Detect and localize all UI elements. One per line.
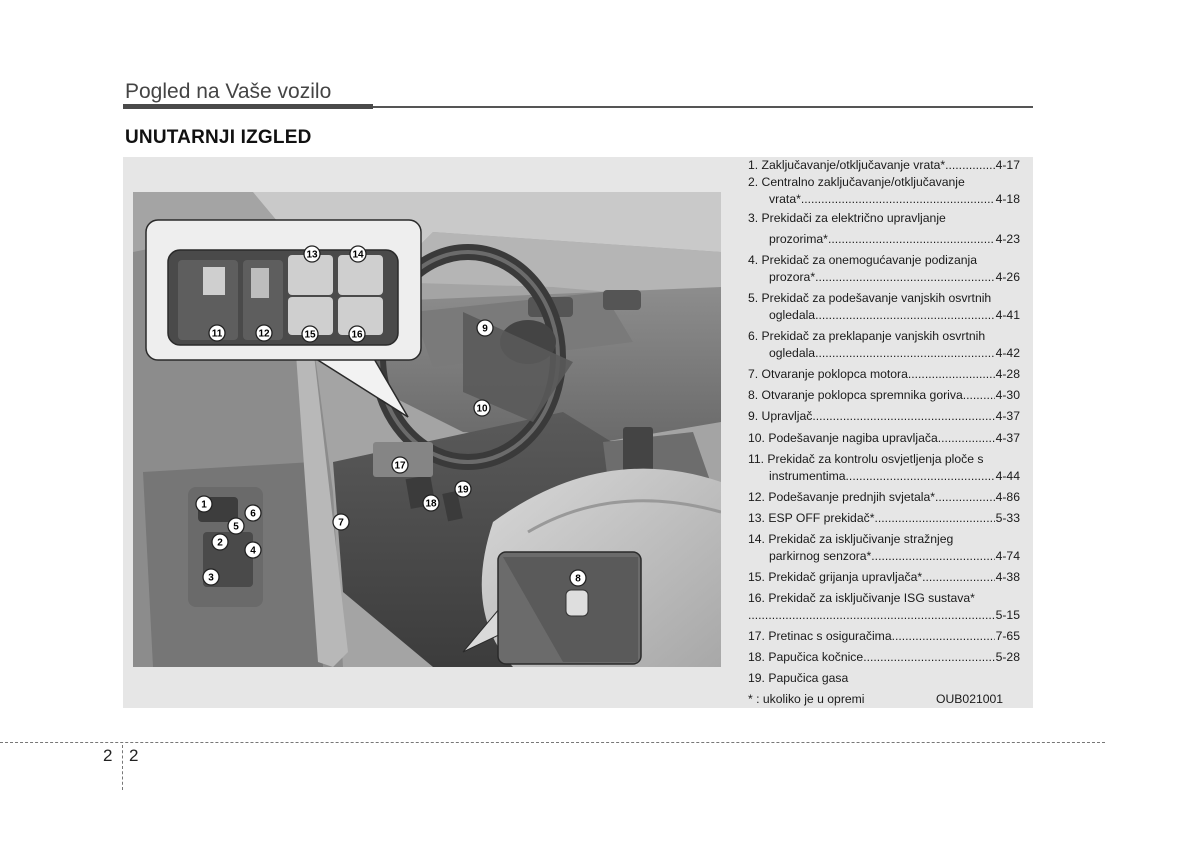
legend-item-label: 12. Podešavanje prednjih svjetala* — [748, 490, 936, 504]
legend-item: 8. Otvaranje poklopca spremnika goriva 4-… — [748, 387, 1020, 404]
legend-item-label: 13. ESP OFF prekidač* — [748, 511, 875, 525]
callout-18: 18 — [425, 499, 437, 510]
callout-9: 9 — [482, 324, 488, 335]
legend-item-label: 4. Prekidač za onemogućavanje podizanja — [748, 253, 978, 267]
header-rule — [373, 106, 1033, 108]
callout-10: 10 — [476, 404, 488, 415]
header-rule-dark — [123, 104, 373, 109]
callout-12: 12 — [258, 329, 270, 340]
legend-item-page: 4-44 — [995, 468, 1020, 483]
legend-item-label-cont: instrumentima — [769, 468, 846, 483]
legend-item: 12. Podešavanje prednjih svjetala* 4-86 — [748, 489, 1020, 506]
footer-divider — [0, 742, 1105, 743]
legend-item-page: 4-74 — [995, 548, 1020, 563]
legend-item-page: 4-30 — [995, 388, 1020, 402]
callout-15: 15 — [304, 330, 316, 341]
footnote: * : ukoliko je u opremi — [748, 692, 865, 706]
legend-item-label: 18. Papučica kočnice — [748, 650, 864, 664]
legend-item-label: 14. Prekidač za isključivanje stražnjeg — [748, 532, 954, 546]
callout-3: 3 — [208, 573, 214, 584]
legend-item-page: 4-42 — [995, 345, 1020, 360]
figure-code: OUB021001 — [936, 692, 1004, 706]
legend-item-label: 11. Prekidač za kontrolu osvjetljenja pl… — [748, 452, 984, 466]
callout-14: 14 — [352, 250, 364, 261]
legend-item: 13. ESP OFF prekidač* 5-33 — [748, 510, 1020, 527]
legend-item-label: 17. Pretinac s osiguračima — [748, 629, 892, 643]
legend-item: 5. Prekidač za podešavanje vanjskih osvr… — [748, 290, 1020, 323]
legend-item: 17. Pretinac s osiguračima 7-65 — [748, 628, 1020, 645]
callout-2: 2 — [217, 538, 223, 549]
legend-item-label-cont: ogledala — [769, 307, 816, 322]
legend-item-label: 16. Prekidač za isključivanje ISG sustav… — [748, 591, 975, 605]
legend-item-page: 4-41 — [995, 307, 1020, 322]
legend-item-label: 2. Centralno zaključavanje/otključavanje — [748, 175, 965, 189]
legend-item-page: 4-86 — [995, 490, 1020, 504]
legend-item-page: 4-37 — [995, 431, 1020, 445]
legend-item-page: 5-15 — [995, 607, 1020, 622]
callout-13: 13 — [306, 250, 318, 261]
legend-item-page: 4-37 — [995, 409, 1020, 423]
legend-item-page: 4-17 — [995, 158, 1020, 172]
callout-1: 1 — [201, 500, 207, 511]
callout-6: 6 — [250, 509, 256, 520]
legend-item-label-cont: vrata* — [769, 191, 801, 206]
legend-item: 14. Prekidač za isključivanje stražnjeg … — [748, 531, 1020, 564]
legend-item-page: 5-28 — [995, 650, 1020, 664]
legend-item-page: 4-38 — [995, 570, 1020, 584]
legend-item-page: 4-23 — [995, 231, 1020, 246]
legend-item: 10. Podešavanje nagiba upravljača 4-37 — [748, 430, 1020, 447]
legend-item-page: 5-33 — [995, 511, 1020, 525]
page-number: 2 — [129, 746, 139, 765]
callout-markers: 1 2 3 4 5 6 7 8 9 10 11 12 13 14 15 16 1… — [195, 245, 587, 587]
legend-item-label-cont: ogledala — [769, 345, 816, 360]
legend-item-label: 19. Papučica gasa — [748, 671, 849, 685]
legend-item: 3. Prekidači za električno upravljanje p… — [748, 210, 1020, 247]
legend-item-label: 10. Podešavanje nagiba upravljača — [748, 431, 938, 445]
legend-item-page: 4-28 — [995, 367, 1020, 381]
callout-7: 7 — [338, 518, 344, 529]
legend-item: 1. Zaključavanje/otključavanje vrata* 4-1… — [748, 157, 1020, 174]
legend-item-label: 8. Otvaranje poklopca spremnika goriva — [748, 388, 963, 402]
callout-16: 16 — [351, 330, 363, 341]
legend-item-page: 7-65 — [995, 629, 1020, 643]
interior-illustration: 1 2 3 4 5 6 7 8 9 10 11 12 13 14 15 16 1… — [133, 192, 721, 667]
legend-item-page: 4-26 — [995, 269, 1020, 284]
callout-11: 11 — [212, 329, 223, 340]
legend-item: 2. Centralno zaključavanje/otključavanje… — [748, 174, 1020, 207]
callout-19: 19 — [457, 485, 469, 496]
legend-item-label: 6. Prekidač za preklapanje vanjskih osvr… — [748, 329, 986, 343]
legend-item: 19. Papučica gasa — [748, 670, 1020, 687]
legend-item: 18. Papučica kočnice 5-28 — [748, 649, 1020, 666]
legend-item-label: 15. Prekidač grijanja upravljača* — [748, 570, 923, 584]
chapter-number: 2 — [103, 746, 113, 765]
legend-item-label: 5. Prekidač za podešavanje vanjskih osvr… — [748, 291, 992, 305]
legend-item-page: 4-18 — [995, 191, 1020, 206]
legend-item-label-cont: parkirnog senzora* — [769, 548, 872, 563]
legend-item-label: 9. Upravljač — [748, 409, 813, 423]
legend-item: 6. Prekidač za preklapanje vanjskih osvr… — [748, 328, 1020, 361]
legend-item: 7. Otvaranje poklopca motora 4-28 — [748, 366, 1020, 383]
legend-item: 9. Upravljač 4-37 — [748, 408, 1020, 425]
section-title: UNUTARNJI IZGLED — [125, 127, 312, 148]
callout-8: 8 — [575, 574, 581, 585]
callout-5: 5 — [233, 522, 239, 533]
legend-item: 16. Prekidač za isključivanje ISG sustav… — [748, 590, 1020, 623]
legend-item-label-cont: prozorima* — [769, 231, 828, 246]
page-number-divider — [122, 745, 123, 790]
legend-item-label: 3. Prekidači za električno upravljanje — [748, 211, 946, 225]
legend-item-label-cont: prozora* — [769, 269, 816, 284]
legend-item: 11. Prekidač za kontrolu osvjetljenja pl… — [748, 451, 1020, 484]
legend-item-label: 1. Zaključavanje/otključavanje vrata* — [748, 158, 946, 172]
header-title: Pogled na Vaše vozilo — [125, 80, 332, 103]
legend-item: 15. Prekidač grijanja upravljača* 4-38 — [748, 569, 1020, 586]
callout-17: 17 — [394, 461, 406, 472]
legend-item: 4. Prekidač za onemogućavanje podizanja … — [748, 252, 1020, 285]
legend-item-label: 7. Otvaranje poklopca motora — [748, 367, 908, 381]
callout-4: 4 — [250, 546, 256, 557]
